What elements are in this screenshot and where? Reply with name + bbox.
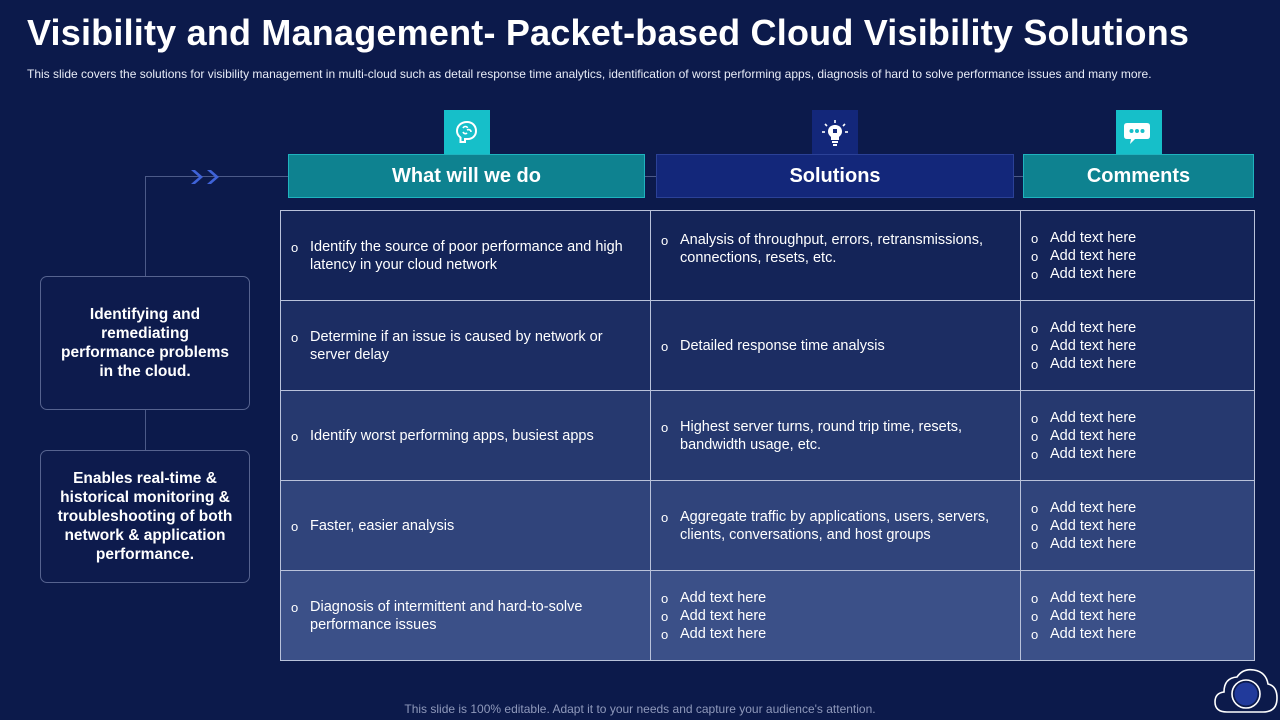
cloud-icon: [1214, 668, 1278, 713]
bullet-item: Aggregate traffic by applications, users…: [661, 508, 1012, 544]
left-box-text: Identifying and remediating performance …: [61, 306, 229, 380]
bullet-item: Diagnosis of intermittent and hard-to-so…: [291, 598, 642, 634]
bullet-item: Add text here: [1031, 247, 1246, 266]
column-header-solutions: Solutions: [656, 154, 1014, 198]
cell-solutions: Highest server turns, round trip time, r…: [650, 390, 1021, 481]
solutions-table: Identify the source of poor performance …: [280, 210, 1255, 661]
table-row: Faster, easier analysis Aggregate traffi…: [280, 480, 1255, 571]
double-chevron-right-icon: [191, 170, 219, 184]
bullet-item: Analysis of throughput, errors, retransm…: [661, 231, 1012, 267]
column-header-what: What will we do: [288, 154, 645, 198]
cell-comments: Add text here Add text here Add text her…: [1020, 480, 1255, 571]
bullet-item: Add text here: [1031, 517, 1246, 536]
bullet-item: Add text here: [1031, 445, 1246, 464]
slide-subtitle: This slide covers the solutions for visi…: [27, 67, 1152, 81]
cell-what: Faster, easier analysis: [280, 480, 651, 571]
bullet-item: Add text here: [1031, 607, 1246, 626]
bullet-item: Add text here: [1031, 499, 1246, 518]
table-row: Identify worst performing apps, busiest …: [280, 390, 1255, 481]
lightbulb-puzzle-icon: [822, 120, 848, 146]
bullet-item: Add text here: [1031, 319, 1246, 338]
brain-icon: [455, 120, 478, 143]
column-header-label: Comments: [1086, 164, 1191, 187]
bullet-item: Detailed response time analysis: [661, 337, 1012, 356]
cell-comments: Add text here Add text here Add text her…: [1020, 210, 1255, 301]
column-header-label: Solutions: [789, 164, 881, 187]
chat-icon: [1124, 123, 1150, 144]
table-row: Identify the source of poor performance …: [280, 210, 1255, 301]
column-icon-what: [444, 110, 490, 156]
bullet-item: Faster, easier analysis: [291, 517, 642, 536]
left-box-monitoring: Enables real-time & historical monitorin…: [40, 450, 250, 583]
cell-what: Determine if an issue is caused by netwo…: [280, 300, 651, 391]
bullet-item: Add text here: [1031, 229, 1246, 248]
column-header-label: What will we do: [392, 164, 541, 187]
bullet-item: Add text here: [1031, 265, 1246, 284]
bullet-item: Add text here: [1031, 589, 1246, 608]
cell-what: Identify the source of poor performance …: [280, 210, 651, 301]
bullet-item: Identify worst performing apps, busiest …: [291, 427, 642, 446]
cell-solutions: Detailed response time analysis: [650, 300, 1021, 391]
connector-header-1-2: [645, 176, 656, 177]
column-icon-comments: [1116, 110, 1162, 156]
cell-comments: Add text here Add text here Add text her…: [1020, 390, 1255, 481]
bullet-item: Add text here: [661, 589, 1012, 608]
bullet-item: Add text here: [1031, 427, 1246, 446]
cell-solutions: Add text here Add text here Add text her…: [650, 570, 1021, 661]
column-header-comments: Comments: [1023, 154, 1254, 198]
connector-header-2-3: [1014, 176, 1023, 177]
cell-what: Identify worst performing apps, busiest …: [280, 390, 651, 481]
slide-footer: This slide is 100% editable. Adapt it to…: [404, 702, 876, 716]
bullet-item: Add text here: [1031, 355, 1246, 374]
left-box-identifying: Identifying and remediating performance …: [40, 276, 250, 410]
connector-vertical-mid: [145, 410, 146, 450]
bullet-item: Add text here: [1031, 337, 1246, 356]
column-icon-solutions: [812, 110, 858, 156]
slide-title: Visibility and Management- Packet-based …: [27, 12, 1190, 53]
cell-comments: Add text here Add text here Add text her…: [1020, 300, 1255, 391]
table-row: Determine if an issue is caused by netwo…: [280, 300, 1255, 391]
cell-what: Diagnosis of intermittent and hard-to-so…: [280, 570, 651, 661]
table-row: Diagnosis of intermittent and hard-to-so…: [280, 570, 1255, 661]
bullet-item: Add text here: [661, 625, 1012, 644]
bullet-item: Highest server turns, round trip time, r…: [661, 418, 1012, 454]
connector-vertical-top: [145, 176, 146, 276]
cell-comments: Add text here Add text here Add text her…: [1020, 570, 1255, 661]
bullet-item: Add text here: [661, 607, 1012, 626]
bullet-item: Add text here: [1031, 625, 1246, 644]
cell-solutions: Analysis of throughput, errors, retransm…: [650, 210, 1021, 301]
bullet-item: Determine if an issue is caused by netwo…: [291, 328, 642, 364]
bullet-item: Add text here: [1031, 409, 1246, 428]
cell-solutions: Aggregate traffic by applications, users…: [650, 480, 1021, 571]
bullet-item: Identify the source of poor performance …: [291, 238, 642, 274]
bullet-item: Add text here: [1031, 535, 1246, 554]
left-box-text: Enables real-time & historical monitorin…: [57, 470, 233, 563]
